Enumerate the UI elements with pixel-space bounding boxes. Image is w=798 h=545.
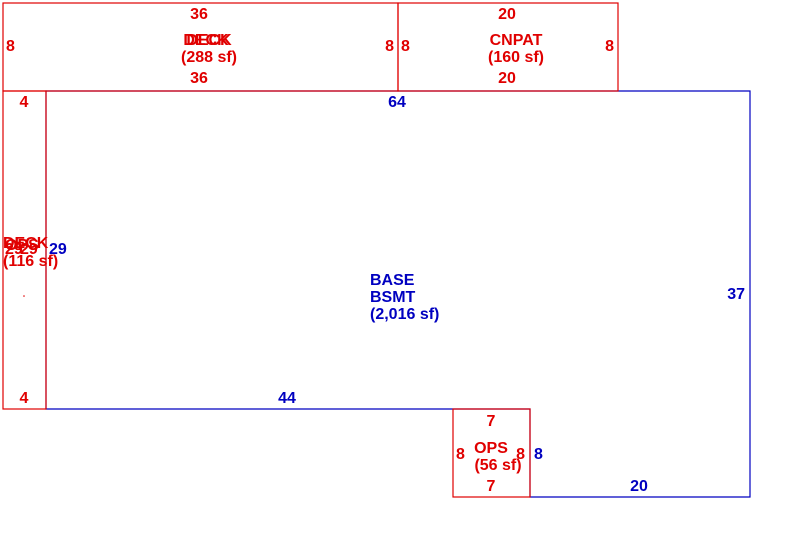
side-outline bbox=[2, 90, 47, 410]
base-label-line2: BSMT bbox=[370, 289, 416, 306]
side-dim-left-b: 29 bbox=[20, 241, 38, 258]
side-marker-dot bbox=[23, 295, 25, 297]
cnpat-outline bbox=[397, 2, 619, 92]
ops-area: (56 sf) bbox=[474, 457, 521, 474]
base-dim-right: 37 bbox=[727, 286, 745, 303]
side-area: (116 sf) bbox=[3, 253, 58, 270]
cnpat-dim-top: 20 bbox=[498, 6, 516, 23]
cnpat-dim-right: 8 bbox=[605, 38, 614, 55]
base-area: (2,016 sf) bbox=[370, 306, 439, 323]
deck-dim-top: 36 bbox=[190, 6, 208, 23]
ops-dim-left: 8 bbox=[456, 446, 465, 463]
base-dim-top: 64 bbox=[388, 94, 406, 111]
cnpat-area: (160 sf) bbox=[488, 49, 544, 66]
ops-dim-top: 7 bbox=[487, 413, 496, 430]
ops-label: OPS bbox=[474, 440, 508, 457]
deck-label-b: DECK bbox=[183, 32, 229, 49]
deck-dim-right: 8 bbox=[385, 38, 394, 55]
cnpat-label: CNPAT bbox=[490, 32, 543, 49]
deck-area: (288 sf) bbox=[181, 49, 237, 66]
base-dim-left: 29 bbox=[49, 241, 67, 258]
base-dim-notch: 8 bbox=[534, 446, 543, 463]
base-dim-bottom-left: 44 bbox=[278, 390, 296, 407]
side-label-b: OPS bbox=[5, 237, 39, 254]
deck-dim-bottom: 36 bbox=[190, 70, 208, 87]
side-dim-bottom: 4 bbox=[20, 390, 29, 407]
cnpat-dim-left: 8 bbox=[401, 38, 410, 55]
deck-label-a: DECK bbox=[186, 32, 232, 49]
ops-dim-bottom: 7 bbox=[487, 478, 496, 495]
base-label-line1: BASE bbox=[370, 272, 415, 289]
ops-dim-right: 8 bbox=[516, 446, 525, 463]
side-dim-left-a: 29 bbox=[5, 241, 23, 258]
cnpat-dim-bottom: 20 bbox=[498, 70, 516, 87]
side-dim-top: 4 bbox=[20, 94, 29, 111]
deck-dim-left: 8 bbox=[6, 38, 15, 55]
ops-outline bbox=[452, 408, 531, 498]
base-dim-bottom-right: 20 bbox=[630, 478, 648, 495]
side-label-a: DECK bbox=[3, 235, 49, 252]
